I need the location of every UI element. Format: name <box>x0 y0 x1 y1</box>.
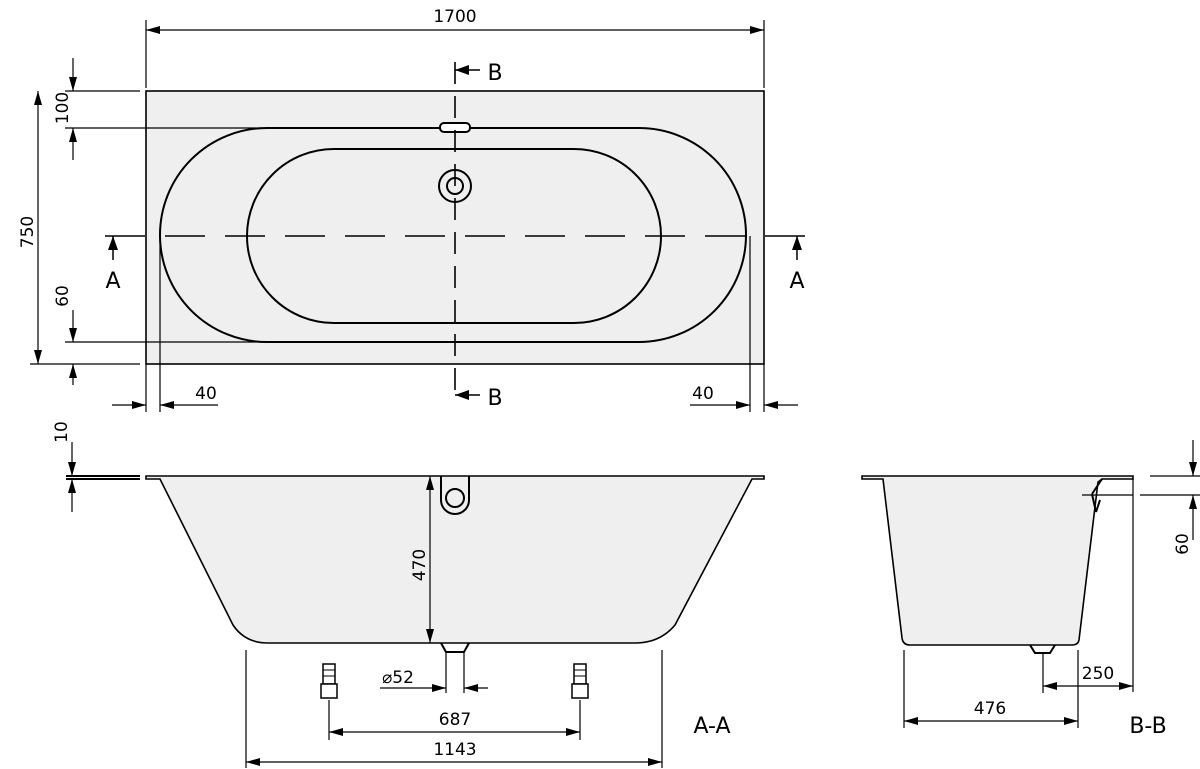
section-b-bottom-label: B <box>487 386 502 411</box>
overflow-profile <box>440 476 470 515</box>
section-aa-title: A-A <box>693 714 730 739</box>
dim-drain-diameter: ⌀52 <box>382 668 414 688</box>
tub-basin-outline <box>246 148 662 324</box>
dim-total-width: 750 <box>18 216 38 248</box>
dim-side-depth: 60 <box>1173 533 1193 555</box>
dim-rim-bottom: 60 <box>53 285 73 307</box>
dim-bottom-length: 1143 <box>433 740 476 760</box>
dim-rim-thickness: 10 <box>52 421 72 443</box>
section-bb-view: 60 250 476 B-B <box>861 440 1200 739</box>
tub-profile-bb <box>861 475 1134 646</box>
section-aa-view: 10 470 ⌀52 687 1143 A-A <box>52 421 765 768</box>
section-b-top-label: B <box>487 61 502 86</box>
dim-total-length: 1700 <box>433 7 476 27</box>
drain-profile-bb <box>1029 644 1056 654</box>
dim-rim-right: 40 <box>692 384 714 404</box>
section-bb-title: B-B <box>1129 714 1166 739</box>
dim-side-bottom-width: 476 <box>974 699 1006 719</box>
foot-right <box>571 663 589 699</box>
dim-side-offset: 250 <box>1082 664 1114 684</box>
drain-profile <box>440 642 470 653</box>
section-a-left-label: A <box>105 269 120 294</box>
plan-view: 1700 750 100 60 40 <box>18 7 805 412</box>
section-a-right-label: A <box>789 269 804 294</box>
tub-rim-inner-outline <box>159 127 747 343</box>
tub-profile-aa <box>145 475 765 644</box>
dim-feet-spacing: 687 <box>439 710 471 730</box>
dim-rim-top: 100 <box>53 92 73 124</box>
overflow-circle <box>445 488 465 508</box>
foot-left <box>320 663 338 699</box>
dim-depth: 470 <box>410 549 430 581</box>
dim-rim-left: 40 <box>195 384 217 404</box>
